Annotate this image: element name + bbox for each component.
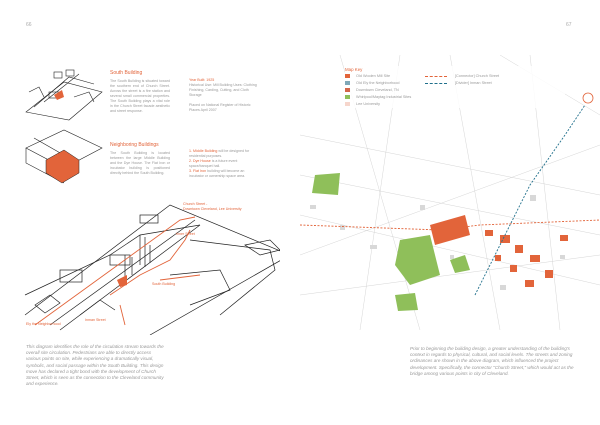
map-key-item: Old Ely the Neighborhood	[345, 80, 425, 87]
historical-use: Historical Use: Mill Building Uses: Clot…	[189, 83, 257, 97]
site-map	[300, 55, 600, 330]
map-key-item: Downtown Cleveland, TN	[345, 87, 425, 94]
label-neighborhood: Ely the Neighborhood	[26, 322, 61, 326]
neighboring-buildings-axon	[25, 129, 103, 184]
year-built: Year Built: 1925	[189, 78, 215, 82]
label-inner-street: Inner Street	[176, 232, 195, 236]
map-key: Map Key Old Woolen Mill Site Old Ely the…	[345, 66, 565, 108]
label-church-street: Church Street -Downtown Cleveland, Lee U…	[183, 202, 242, 211]
left-caption: This diagram identifies the role of the …	[26, 344, 164, 387]
south-building-body: The South Building is situated toward th…	[110, 79, 170, 113]
national-register: Placed on National Register of Historic …	[189, 103, 251, 112]
map-key-item: Old Woolen Mill Site	[345, 73, 425, 80]
map-key-line: [Divider] Inman Street	[425, 80, 499, 87]
label-inman-street: Inman Street	[85, 318, 106, 322]
right-caption: Prior to beginning the building design, …	[410, 346, 574, 376]
neighboring-buildings-heading: Neighboring Buildings	[110, 142, 159, 148]
map-key-item: Lee University	[345, 101, 425, 108]
map-key-title: Map Key	[345, 67, 363, 72]
label-south-building: South Building	[152, 282, 176, 286]
neighboring-buildings-section: Neighboring Buildings The South Building…	[110, 142, 170, 176]
south-building-heading: South Building	[110, 70, 143, 76]
page-number-left: 66	[26, 22, 32, 28]
list-item: 3. Flat Iron building will become an inc…	[189, 169, 246, 178]
list-item: 2. Dye House is a future event space/ban…	[189, 159, 238, 168]
south-building-facts: Year Built: 1925 Historical Use: Mill Bu…	[189, 78, 257, 113]
neighboring-buildings-body: The South Building is located between th…	[110, 151, 170, 175]
circulation-axon-diagram	[24, 204, 280, 335]
map-key-item: Whirlpool/Maytag Industrial Sites	[345, 94, 425, 101]
page-number-right: 67	[566, 22, 572, 28]
list-item: 1. Middle Building will be designed for …	[189, 149, 250, 158]
south-building-section: South Building The South Building is sit…	[110, 70, 170, 114]
map-key-line: [Connector] Church Street	[425, 73, 499, 80]
site-context-axon	[25, 69, 103, 121]
neighboring-buildings-list: 1. Middle Building will be designed for …	[189, 149, 257, 179]
